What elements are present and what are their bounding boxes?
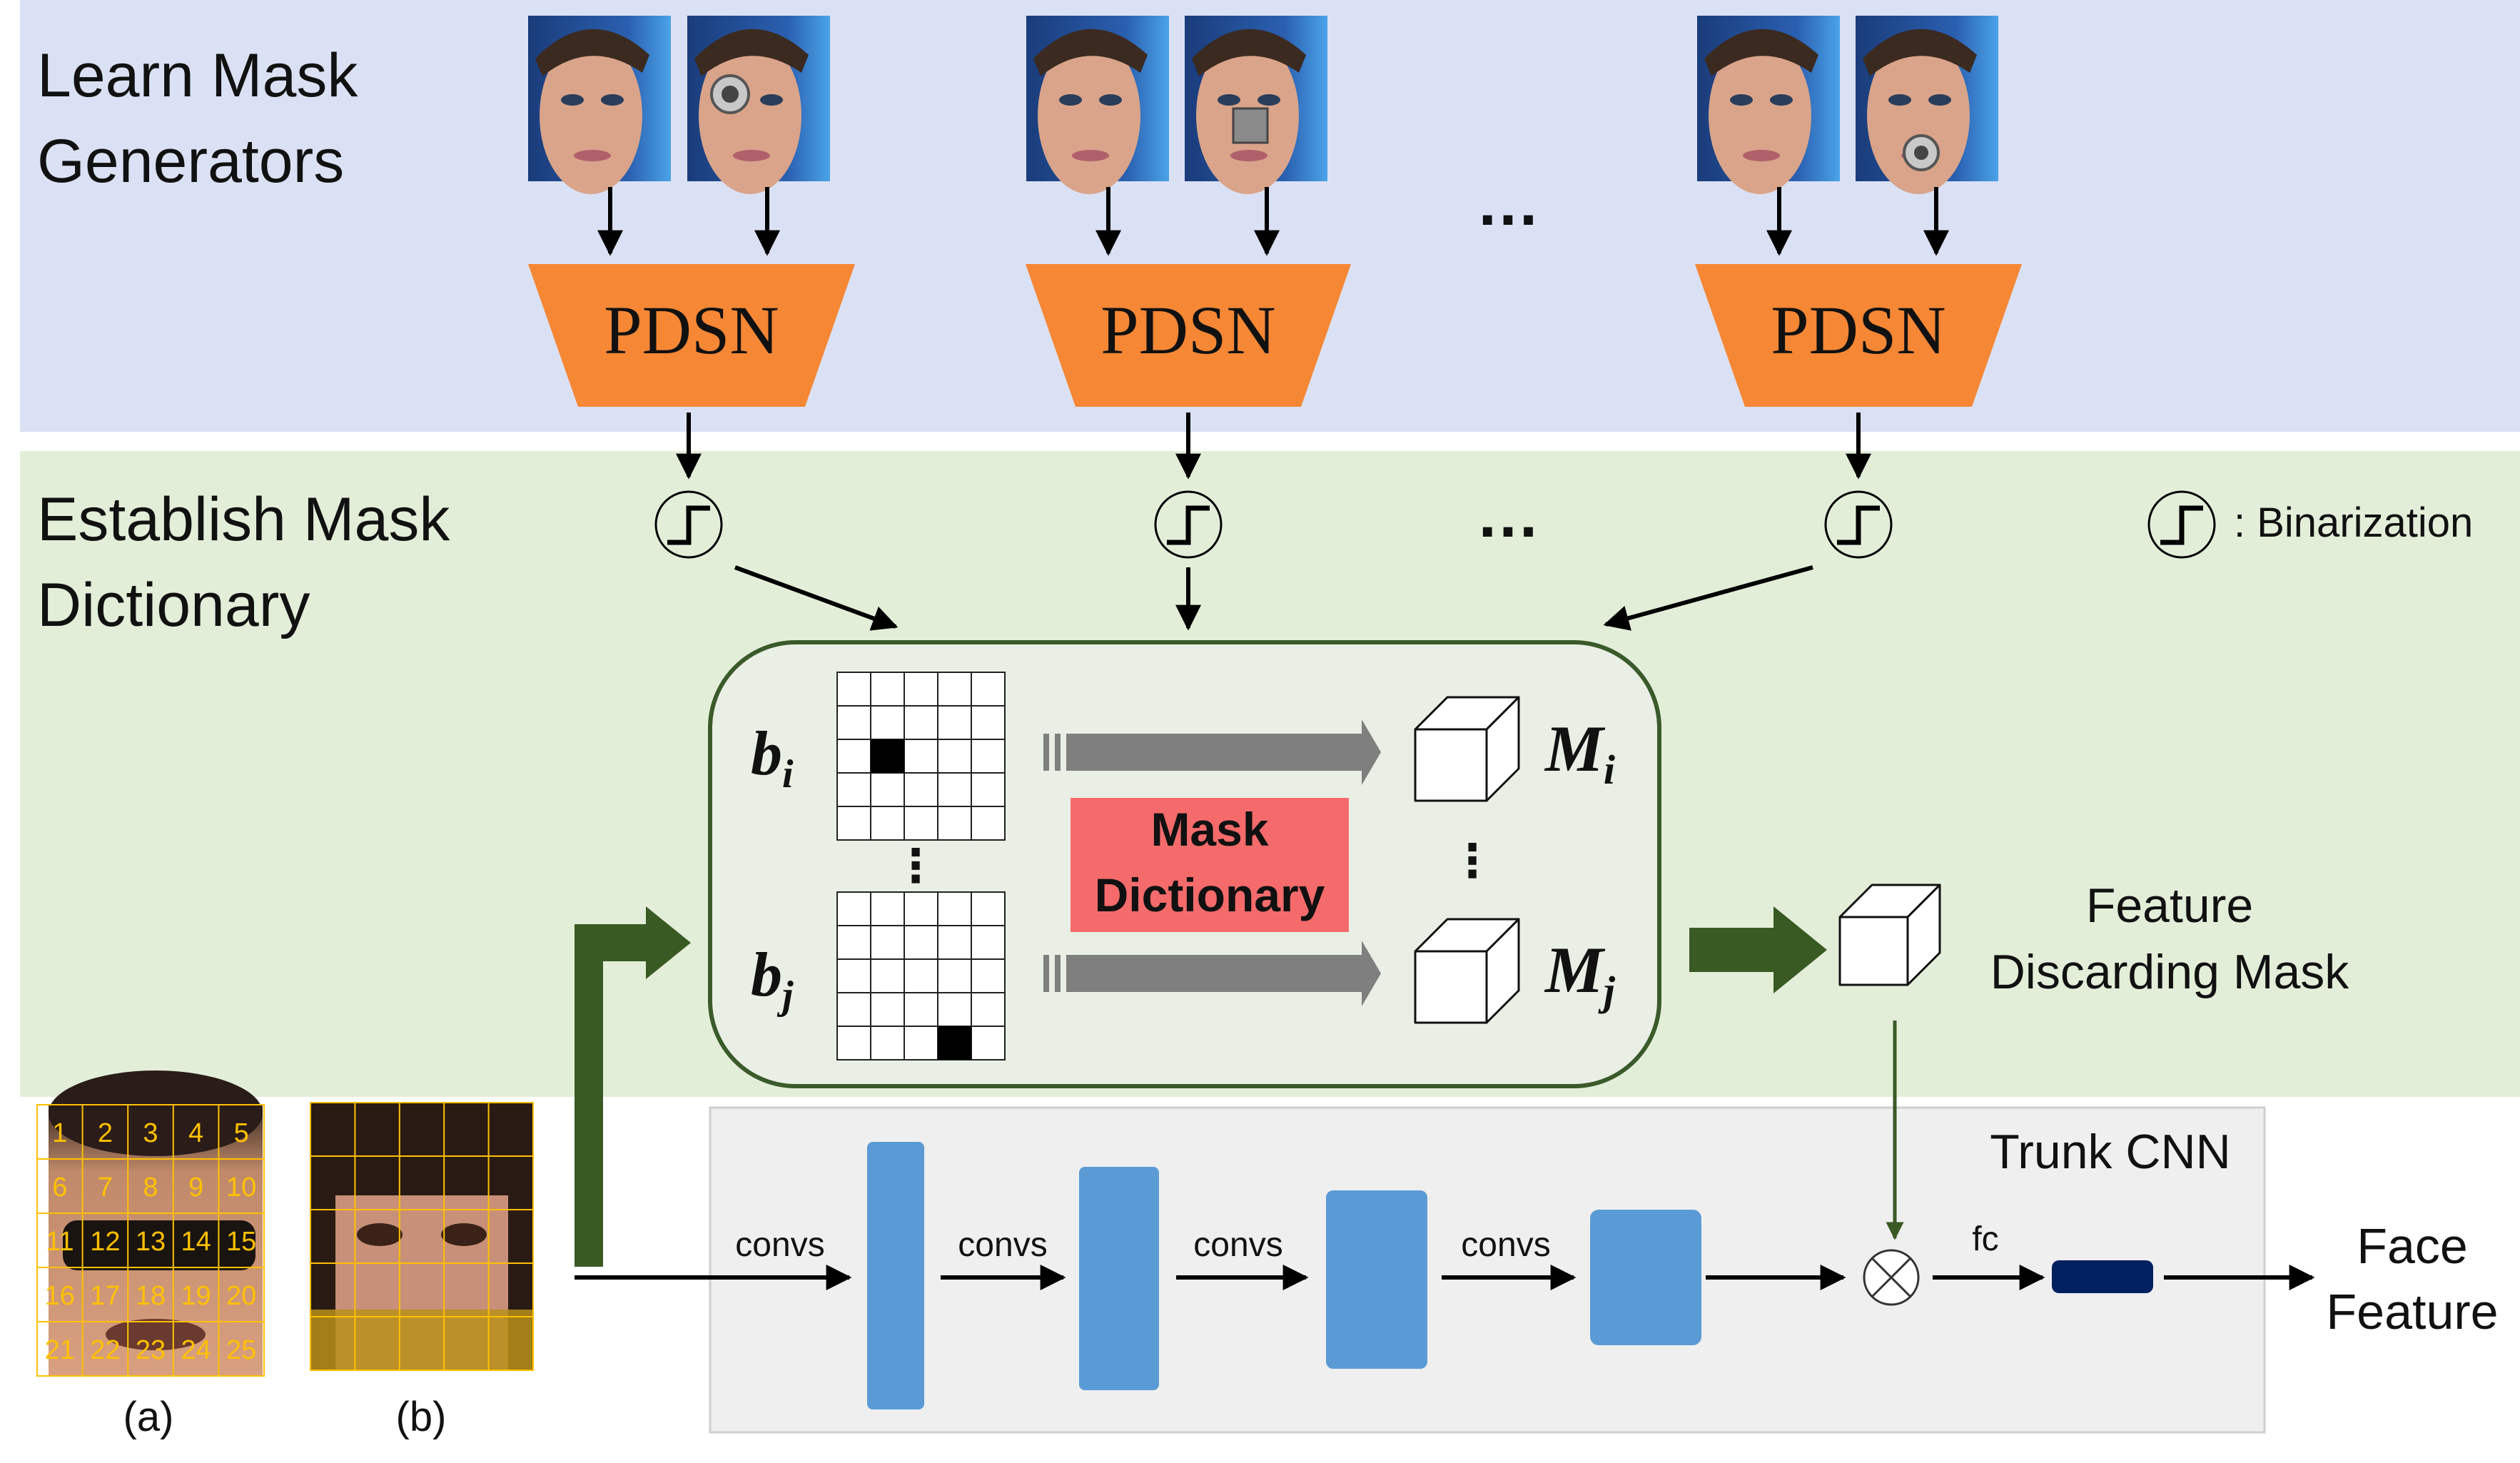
binarization-legend-icon xyxy=(2147,490,2216,559)
grid-number: 22 xyxy=(90,1335,120,1365)
pdsn-block-3: PDSN xyxy=(1695,264,2022,407)
ellipsis-top: … xyxy=(1476,168,1540,239)
fc-block xyxy=(2052,1260,2153,1293)
mask-cube-i xyxy=(1414,696,1520,802)
conv-label-3: convs xyxy=(1193,1226,1282,1264)
grid-number: 10 xyxy=(226,1173,256,1203)
vdots-right: ⋮ xyxy=(1449,835,1495,886)
binarization-icon xyxy=(1824,490,1893,559)
grid-number: 14 xyxy=(181,1227,211,1257)
conv-block-1 xyxy=(867,1142,924,1409)
conv-block-3 xyxy=(1326,1190,1427,1369)
sample-a-caption: (a) xyxy=(123,1394,174,1440)
grey-arrow-j xyxy=(1043,941,1381,1006)
sample-face-b xyxy=(310,1103,533,1370)
sample-face-b-grid xyxy=(310,1102,534,1371)
grid-number: 13 xyxy=(136,1227,166,1257)
vdots-left: ⋮ xyxy=(893,840,938,891)
grid-number: 19 xyxy=(181,1281,211,1311)
conv-label-1: convs xyxy=(735,1226,824,1264)
grid-number: 5 xyxy=(234,1118,249,1148)
output-line2: Feature xyxy=(2326,1284,2498,1340)
conv-block-4 xyxy=(1590,1210,1701,1345)
binarization-to-dictionary-arrows xyxy=(734,565,1813,631)
grid-number: 2 xyxy=(98,1118,113,1148)
grid-number: 7 xyxy=(98,1173,113,1203)
learn-title-line2: Generators xyxy=(37,127,344,196)
b-i-label: bi xyxy=(751,719,794,796)
trunk-cnn-title: Trunk CNN xyxy=(1990,1125,2231,1179)
face-to-pdsn-arrows xyxy=(597,187,1949,256)
grid-number: 4 xyxy=(188,1118,203,1148)
input-to-dictionary-arrow xyxy=(575,906,691,1267)
feature-mask-line2: Discarding Mask xyxy=(1990,945,2350,999)
mask-dictionary-line2: Dictionary xyxy=(1095,869,1325,921)
feature-mask-line1: Feature xyxy=(2086,879,2253,933)
feature-discarding-mask-cube xyxy=(1838,884,1941,986)
face-thumbnail xyxy=(1856,16,1998,194)
sample-b-caption: (b) xyxy=(396,1394,447,1440)
fc-label: fc xyxy=(1972,1220,1998,1258)
mask-dictionary-line1: Mask xyxy=(1150,803,1268,856)
m-j-label: Mj xyxy=(1544,933,1616,1014)
pdsn-block-2: PDSN xyxy=(1026,264,1351,407)
learn-title-line1: Learn Mask xyxy=(37,41,358,110)
binarization-legend-label: : Binarization xyxy=(2234,500,2473,546)
ellipsis-mid: … xyxy=(1476,480,1540,551)
face-thumbnail xyxy=(1185,16,1327,194)
binarization-icon xyxy=(654,490,723,559)
conv-block-2 xyxy=(1079,1167,1159,1390)
pdsn-label: PDSN xyxy=(1100,292,1275,368)
conv-label-4: convs xyxy=(1461,1226,1550,1264)
grid-number: 25 xyxy=(226,1335,256,1365)
establish-title-line2: Dictionary xyxy=(37,571,310,639)
trunk-cnn-container xyxy=(709,1106,2266,1434)
grid-number: 15 xyxy=(226,1227,256,1257)
mask-dictionary-box xyxy=(1071,798,1349,932)
grid-number: 16 xyxy=(45,1281,75,1311)
pdsn-block-1: PDSN xyxy=(528,264,855,407)
pdsn-label: PDSN xyxy=(1771,292,1945,368)
face-pairs xyxy=(528,16,1998,194)
b-j-label: bj xyxy=(751,941,794,1018)
face-thumbnail xyxy=(1697,16,1840,194)
binarization-icon xyxy=(1154,490,1223,559)
grid-number: 1 xyxy=(52,1118,67,1148)
face-thumbnail xyxy=(1026,16,1169,194)
binary-grid-j xyxy=(836,891,1006,1060)
grid-number: 23 xyxy=(136,1335,166,1365)
output-line1: Face xyxy=(2357,1218,2468,1274)
face-thumbnail xyxy=(687,16,830,194)
grid-number: 20 xyxy=(226,1281,256,1311)
dictionary-to-mask-arrow xyxy=(1689,906,1827,993)
binary-grid-i xyxy=(836,672,1006,841)
mask-cube-j xyxy=(1414,918,1520,1024)
pdsn-label: PDSN xyxy=(604,292,779,368)
grid-number: 24 xyxy=(181,1335,211,1365)
grid-number: 17 xyxy=(90,1281,120,1311)
sample-face-a xyxy=(37,1070,264,1376)
grid-number: 11 xyxy=(46,1227,74,1257)
grey-arrow-i xyxy=(1043,719,1381,785)
m-i-label: Mi xyxy=(1544,712,1615,793)
element-wise-multiply-icon xyxy=(1863,1249,1920,1306)
grid-number: 3 xyxy=(143,1118,158,1148)
establish-title-line1: Establish Mask xyxy=(37,485,450,554)
grid-number: 12 xyxy=(90,1227,120,1257)
grid-number: 18 xyxy=(136,1281,166,1311)
conv-label-2: convs xyxy=(958,1226,1047,1264)
grid-number: 9 xyxy=(188,1173,203,1203)
grid-number: 6 xyxy=(52,1173,67,1203)
face-thumbnail xyxy=(528,16,671,194)
grid-number: 8 xyxy=(143,1173,158,1203)
pdsn-to-binarization-arrows xyxy=(676,412,1871,480)
grid-number: 21 xyxy=(45,1335,75,1365)
